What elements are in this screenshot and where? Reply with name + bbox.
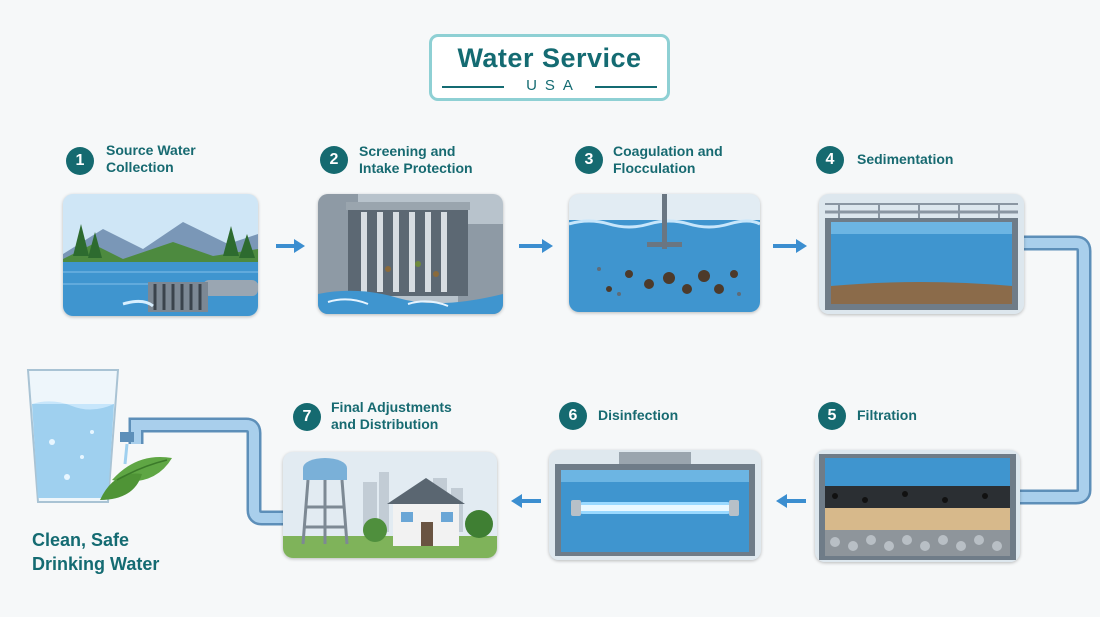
step-1-title: Source Water Collection [106,142,196,175]
step-6-title: Disinfection [598,407,679,423]
logo-divider-left [442,86,504,88]
arrow-step1-to-step2 [276,237,306,255]
step-2-title: Screening and Intake Protection [359,143,473,176]
step-4-image [819,194,1024,314]
step-5-badge: 5 [818,402,846,430]
brand-logo: Water Service USA [429,34,670,101]
arrow-step5-to-step6 [775,492,806,510]
arrow-step3-to-step4 [773,237,808,255]
arrow-step6-to-step7 [510,492,541,510]
step-4-title: Sedimentation [857,151,954,167]
step-1-badge: 1 [66,147,94,175]
final-output-title: Clean, Safe Drinking Water [32,530,160,574]
logo-title: Water Service [457,43,642,73]
step-2-badge: 2 [320,146,348,174]
glass-of-water-icon [22,362,182,517]
step-6-badge: 6 [559,402,587,430]
step-1-image [63,194,258,316]
logo-subtitle: USA [526,77,581,94]
step-2-image [318,194,503,314]
step-5-title: Filtration [857,407,917,423]
step-6-image [549,450,761,560]
step-4-badge: 4 [816,146,844,174]
step-7-title: Final Adjustments and Distribution [331,399,452,432]
step-3-badge: 3 [575,146,603,174]
step-7-image [283,452,497,558]
step-3-image [569,194,760,312]
step-5-image [815,450,1020,562]
step-7-badge: 7 [293,403,321,431]
logo-divider-right [595,86,657,88]
step-3-title: Coagulation and Flocculation [613,143,723,176]
arrow-step2-to-step3 [519,237,554,255]
